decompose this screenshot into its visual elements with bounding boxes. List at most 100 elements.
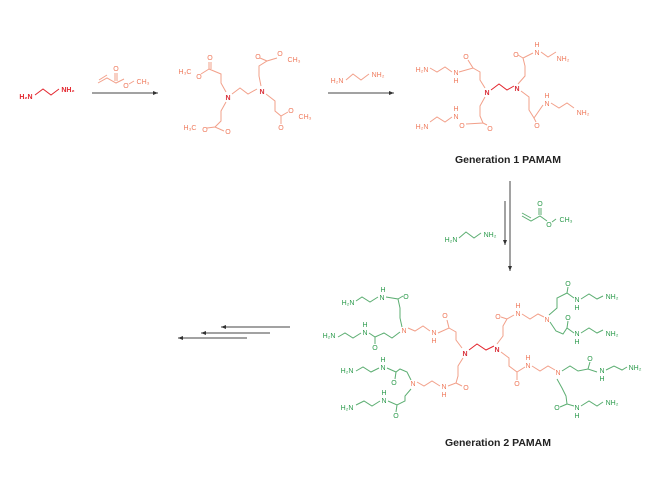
bond	[521, 313, 545, 320]
bond	[394, 371, 397, 380]
bond	[355, 366, 380, 373]
atom-label: H	[441, 392, 446, 399]
atom-label: H	[574, 413, 579, 420]
atom-label: H	[431, 338, 436, 345]
bond	[395, 404, 398, 413]
atom-label: H₂N	[341, 405, 354, 412]
bond	[549, 321, 575, 335]
atom-label: N	[453, 114, 458, 121]
atom-label: NH₂	[557, 56, 570, 63]
atom-label: CH₃	[288, 57, 301, 64]
methyl-acrylate-reagent: O O CH₃	[97, 66, 150, 90]
bond	[34, 88, 60, 96]
bond	[566, 286, 569, 294]
atom-label: N	[544, 317, 549, 324]
atom-label: NH₂	[577, 110, 590, 117]
atom-label: O	[393, 413, 399, 420]
ethylenediamine-reagent: H₂N NH₂	[331, 72, 385, 85]
atom-label: N	[574, 297, 579, 304]
bond	[500, 316, 508, 320]
atom-label: O	[277, 51, 283, 58]
generation-1-pamam-molecule: N N O N H H₂N O O N H H₂N O N H NH₂ O N …	[416, 42, 590, 133]
atom-label: H₂N	[331, 78, 344, 85]
atom-label: H₂N	[416, 124, 429, 131]
ethylenediamine-reagent: H₂N NH₂	[445, 231, 497, 244]
bond	[355, 296, 379, 303]
atom-label: N	[544, 101, 549, 108]
atom-label: O	[565, 281, 571, 288]
methyl-acrylate-reagent: O O CH₃	[521, 201, 573, 229]
atom-label: O	[463, 54, 469, 61]
ethylenediamine-molecule: H₂N NH₂	[19, 87, 74, 101]
bond	[467, 59, 474, 69]
atom-label: O	[546, 222, 552, 229]
bond	[559, 403, 568, 408]
atom-label: N	[555, 370, 560, 377]
bond	[556, 378, 575, 407]
bond	[496, 314, 515, 345]
atom-label: O	[372, 345, 378, 352]
bond	[465, 96, 486, 125]
atom-label: H	[574, 305, 579, 312]
atom-label: N	[534, 50, 539, 57]
bond	[561, 365, 598, 373]
atom-label: N	[494, 347, 499, 354]
atom-label: H	[515, 303, 520, 310]
bond	[533, 117, 537, 123]
bond	[214, 126, 225, 132]
atom-label: N	[410, 381, 415, 388]
bond	[550, 102, 575, 109]
atom-label: H	[380, 287, 385, 294]
atom-label: H	[453, 106, 458, 113]
bond	[468, 343, 495, 351]
atom-label: O	[587, 356, 593, 363]
atom-label: H	[380, 357, 385, 364]
atom-label: H	[362, 322, 367, 329]
atom-label: H₃C	[179, 69, 192, 76]
atom-label: N	[225, 95, 230, 102]
bond	[521, 212, 532, 219]
atom-label: O	[565, 315, 571, 322]
atom-label: O	[442, 313, 448, 320]
bond	[551, 218, 557, 223]
atom-label: O	[255, 54, 261, 61]
bond	[455, 382, 463, 387]
bond	[407, 325, 431, 332]
atom-label: N	[362, 330, 367, 337]
atom-label: N	[381, 398, 386, 405]
atom-label: N	[525, 363, 530, 370]
atom-label: O	[278, 125, 284, 132]
bond	[387, 388, 412, 406]
atom-label: N	[401, 328, 406, 335]
atom-label: N	[379, 295, 384, 302]
atom-label: N	[574, 331, 579, 338]
bond	[259, 57, 268, 62]
atom-label: N	[431, 330, 436, 337]
atom-label: O	[513, 52, 519, 59]
bond	[458, 67, 486, 89]
atom-label: N	[515, 311, 520, 318]
bond	[580, 327, 604, 334]
atom-label: O	[113, 66, 119, 73]
atom-label: H	[534, 42, 539, 49]
atom-label: H₂N	[19, 94, 32, 101]
bond	[446, 319, 450, 329]
atom-label: O	[554, 405, 560, 412]
atom-label: H₂N	[323, 333, 336, 340]
bond	[580, 293, 604, 300]
atom-label: O	[391, 380, 397, 387]
atom-label: O	[514, 381, 520, 388]
bond	[386, 367, 412, 381]
bond	[345, 73, 370, 81]
atom-label: NH₂	[629, 365, 642, 372]
bond	[447, 357, 464, 387]
atom-label: NH₂	[606, 294, 619, 301]
atom-label: O	[123, 83, 129, 90]
atom-label: NH₂	[606, 331, 619, 338]
atom-label: H₂N	[341, 368, 354, 375]
bond	[500, 351, 526, 373]
bond	[531, 365, 556, 372]
atom-label: O	[403, 294, 409, 301]
generation-2-pamam-molecule: N N O N H O N H O N H O N H N N N N O	[323, 281, 642, 420]
atom-label: O	[463, 385, 469, 392]
